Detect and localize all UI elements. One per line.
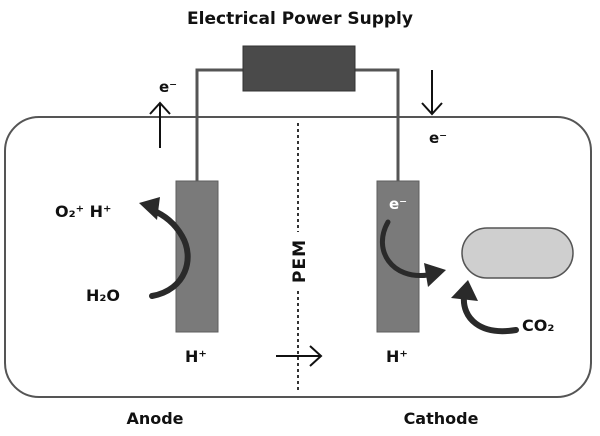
- pem-label: PEM: [290, 239, 310, 283]
- anode-curved-arrow: [149, 207, 191, 299]
- electron-up-arrowhead: [149, 101, 171, 115]
- anode-electron-label: e⁻: [159, 78, 177, 96]
- cathode-electron-arrowhead: [424, 263, 446, 287]
- cathode-label: Cathode: [404, 409, 479, 428]
- anode-reactant-label: H₂O: [86, 286, 120, 305]
- co2-curved-arrow: [460, 293, 519, 335]
- electron-flow-into-cathode: e⁻: [421, 70, 447, 147]
- electrolysis-cell-container: [4, 116, 592, 398]
- proton-arrowhead: [309, 345, 323, 367]
- cathode-electron-on-electrode: e⁻: [389, 195, 407, 213]
- anode-electrode: [175, 180, 219, 333]
- anode-proton-label: H⁺: [185, 347, 207, 366]
- anode-label: Anode: [126, 409, 183, 428]
- anode-curved-arrowhead: [139, 197, 160, 220]
- catalyst-capsule: [461, 227, 574, 279]
- cathode-reaction: e⁻ CO₂: [380, 195, 574, 335]
- cathode-reactant-label: CO₂: [522, 316, 554, 335]
- anode-wire: [195, 68, 243, 183]
- power-supply-box: [242, 45, 356, 92]
- anode-products-label: O₂⁺ H⁺: [55, 202, 111, 221]
- electron-flow-out-anode: e⁻: [149, 78, 177, 148]
- electron-down-arrowhead: [421, 102, 443, 116]
- cathode-proton-label: H⁺: [386, 347, 408, 366]
- proton-flow: H⁺ H⁺: [185, 345, 408, 367]
- cathode-electron-curved-arrow: [380, 219, 431, 279]
- co2-arrowhead: [451, 280, 478, 301]
- cathode-wire: [355, 68, 400, 183]
- pem-label-backdrop: [286, 232, 310, 290]
- cathode-electron-label: e⁻: [429, 129, 447, 147]
- anode-reaction: O₂⁺ H⁺ H₂O: [55, 197, 191, 305]
- diagram-title: Electrical Power Supply: [187, 9, 413, 29]
